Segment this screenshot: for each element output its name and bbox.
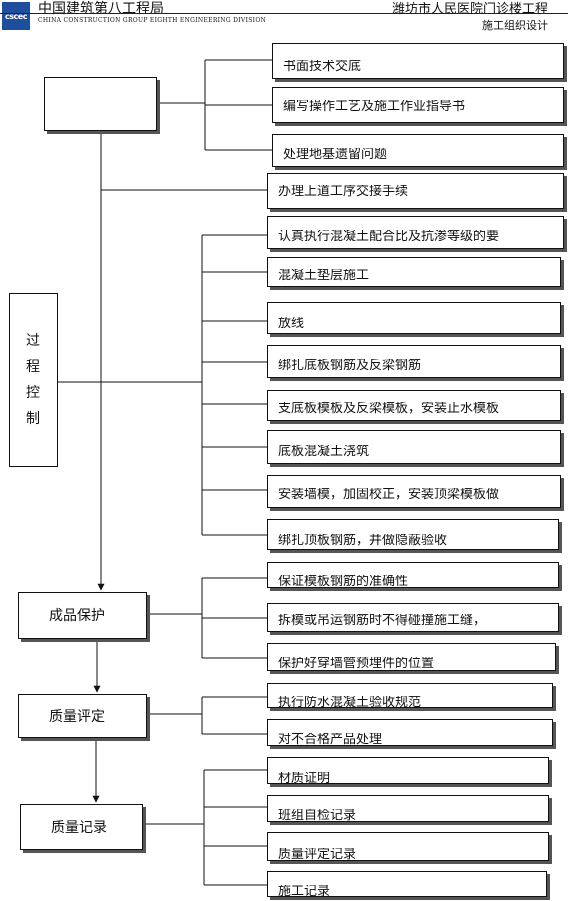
step-box: 保护好穿墙管预埋件的位置 [267, 643, 556, 671]
step-label: 支底板模板及反梁模板，安装止水模板 [278, 402, 500, 415]
company-logo: cscec [2, 2, 30, 30]
step-box: 拆模或吊运钢筋时不得碰撞施工缝， [267, 603, 559, 632]
step-label: 绑扎底板钢筋及反梁钢筋 [278, 359, 422, 372]
handover-box: 办理上道工序交接手续 [267, 173, 564, 209]
step-label: 执行防水混凝土验收规范 [278, 696, 422, 709]
quality-assessment-label: 质量评定 [49, 709, 105, 725]
step-label: 混凝土垫层施工 [278, 269, 370, 282]
step-label: 底板混凝土浇筑 [278, 445, 370, 458]
step-label: 保证模板钢筋的准确性 [278, 575, 409, 588]
step-label: 书面技术交底 [283, 60, 362, 73]
step-box: 执行防水混凝土验收规范 [267, 683, 553, 709]
step-label: 班组自检记录 [278, 809, 357, 822]
header-rule [0, 13, 568, 14]
step-box: 保证模板钢筋的准确性 [267, 562, 559, 588]
step-box: 绑扎底板钢筋及反梁钢筋 [267, 345, 561, 378]
step-box: 绑扎顶板钢筋，并做隐蔽验收 [267, 519, 559, 550]
document-title: 施工组织设计 [482, 19, 548, 32]
step-box: 支底板模板及反梁模板，安装止水模板 [267, 390, 561, 421]
step-label: 质量评定记录 [278, 848, 357, 861]
step-box: 编写操作工艺及施工作业指导书 [272, 87, 564, 123]
step-label: 安装墙模，加固校正，安装顶梁模板做 [278, 488, 500, 501]
step-box: 班组自检记录 [267, 795, 549, 822]
quality-record-box: 质量记录 [20, 804, 143, 850]
page-header: cscec 中国建筑第八工程局 CHINA CONSTRUCTION GROUP… [0, 0, 568, 34]
step-label: 编写操作工艺及施工作业指导书 [283, 100, 466, 113]
step-box: 放线 [267, 302, 561, 334]
step-label: 放线 [278, 317, 305, 330]
quality-assessment-box: 质量评定 [18, 694, 147, 738]
top-box [44, 77, 157, 131]
process-control-label: 过 程 控 制 [26, 333, 40, 427]
product-protection-label: 成品保护 [49, 608, 105, 624]
step-label: 保护好穿墙管预埋件的位置 [278, 657, 435, 670]
step-label: 材质证明 [278, 772, 331, 785]
step-label: 绑扎顶板钢筋，并做隐蔽验收 [278, 534, 448, 547]
process-control-box: 过 程 控 制 [9, 293, 58, 467]
step-label: 对不合格产品处理 [278, 733, 383, 746]
handover-label: 办理上道工序交接手续 [278, 185, 409, 198]
step-box: 施工记录 [267, 871, 547, 898]
step-box: 材质证明 [267, 757, 549, 785]
product-protection-box: 成品保护 [18, 592, 147, 639]
step-label: 处理地基遗留问题 [283, 148, 388, 161]
step-box: 质量评定记录 [267, 832, 549, 861]
step-label: 施工记录 [278, 885, 331, 898]
quality-record-label: 质量记录 [51, 820, 107, 836]
company-name-en: CHINA CONSTRUCTION GROUP EIGHTH ENGINEER… [38, 17, 267, 24]
step-box: 处理地基遗留问题 [272, 134, 564, 167]
step-label: 认真执行混凝土配合比及抗渗等级的要 [278, 230, 500, 243]
step-box: 安装墙模，加固校正，安装顶梁模板做 [267, 475, 561, 508]
step-box: 认真执行混凝土配合比及抗渗等级的要 [267, 216, 564, 249]
step-box: 混凝土垫层施工 [267, 257, 561, 287]
step-box: 对不合格产品处理 [267, 719, 553, 746]
step-label: 拆模或吊运钢筋时不得碰撞施工缝， [278, 614, 487, 627]
step-box: 底板混凝土浇筑 [267, 430, 561, 464]
step-box: 书面技术交底 [272, 43, 564, 79]
